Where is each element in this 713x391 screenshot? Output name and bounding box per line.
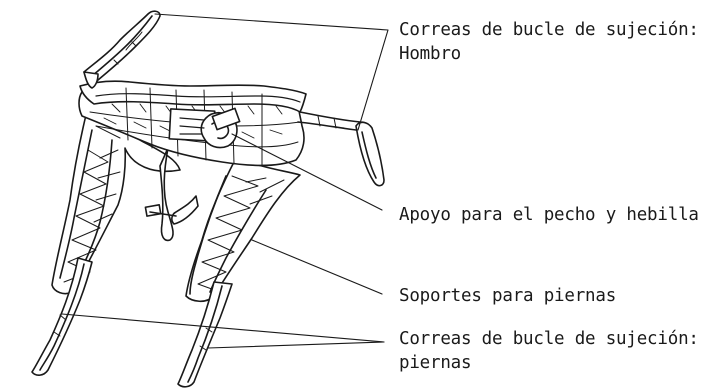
shoulder-strap-left <box>83 10 161 89</box>
leg-supports-label: Soportes para piernas <box>399 284 616 308</box>
right-leg-support <box>185 157 301 303</box>
shoulder-strap-right <box>297 111 385 187</box>
leader-legloop-left <box>61 313 385 343</box>
leader-legs <box>251 239 383 295</box>
right-leg-strap <box>177 281 233 388</box>
chest-support-label: Apoyo para el pecho y hebilla <box>399 203 699 227</box>
shoulder-label-line1: Correas de bucle de sujeción: <box>399 20 699 40</box>
left-leg-strap <box>31 257 93 376</box>
buckle-straps <box>144 147 199 242</box>
shoulder-label-line2: Hombro <box>399 44 462 64</box>
leg-loop-straps-label: Correas de bucle de sujeción: piernas <box>399 327 699 375</box>
legloop-label-line1: Correas de bucle de sujeción: <box>399 329 699 349</box>
shoulder-loop-straps-label: Correas de bucle de sujeción: Hombro <box>399 18 699 66</box>
legloop-label-line2: piernas <box>399 353 472 373</box>
legs-label-text: Soportes para piernas <box>399 286 617 306</box>
leader-legloop-right <box>207 341 385 349</box>
leader-chest <box>231 133 383 211</box>
chest-label-text: Apoyo para el pecho y hebilla <box>399 205 699 225</box>
chest-support <box>168 107 241 149</box>
leader-lines <box>61 13 389 349</box>
leader-shoulder <box>154 13 389 131</box>
